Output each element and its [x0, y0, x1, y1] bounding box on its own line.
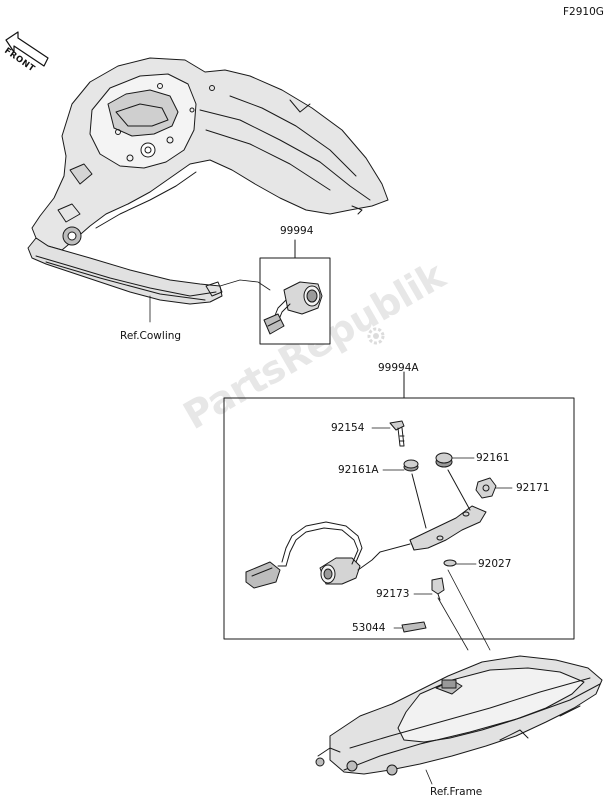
top-kit-box — [259, 239, 331, 345]
front-arrow-icon — [5, 31, 49, 67]
label-92173: 92173 — [376, 588, 410, 600]
label-92161a: 92161A — [338, 464, 379, 476]
frame-illustration — [315, 655, 603, 785]
cowling-illustration — [27, 57, 389, 305]
label-53044: 53044 — [352, 622, 386, 634]
label-ref-cowling: Ref.Cowling — [120, 330, 182, 342]
label-99994: 99994 — [280, 225, 314, 237]
gear-icon — [367, 327, 385, 345]
label-92027: 92027 — [478, 558, 512, 570]
label-99994a: 99994A — [378, 362, 419, 374]
main-kit-box — [223, 371, 575, 640]
label-92171: 92171 — [516, 482, 550, 494]
label-ref-frame: Ref.Frame — [430, 786, 483, 798]
label-92154: 92154 — [331, 422, 365, 434]
label-92161: 92161 — [476, 452, 510, 464]
figure-code: F2910G — [563, 6, 604, 18]
